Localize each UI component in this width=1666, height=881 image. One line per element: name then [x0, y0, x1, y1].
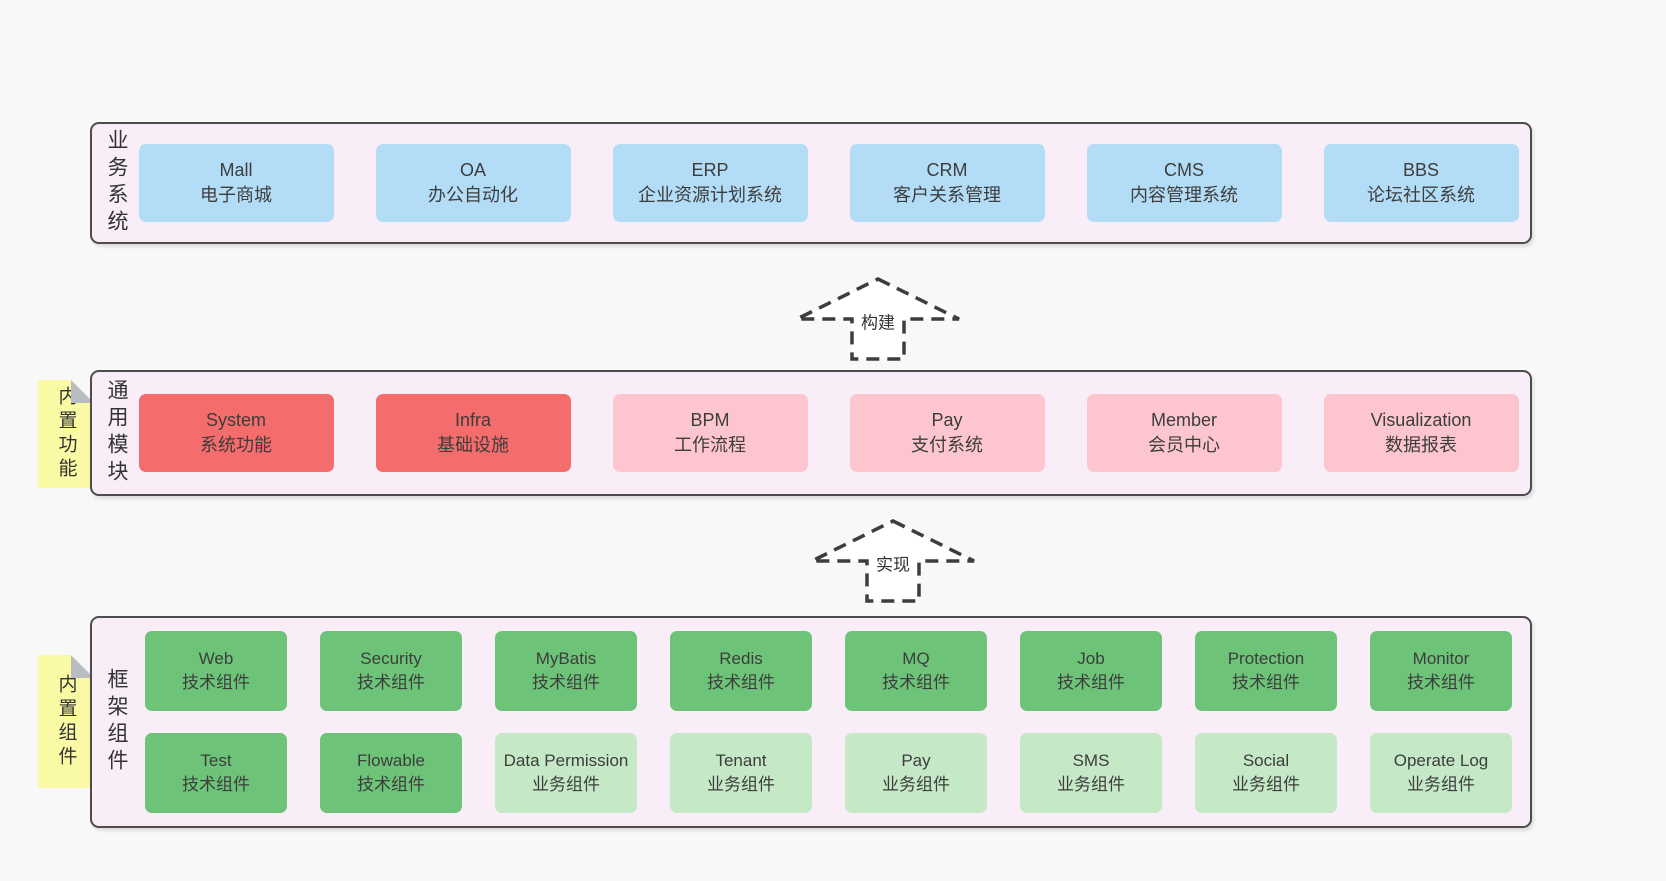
box-test: Test 技术组件 — [145, 733, 287, 813]
layer-common-modules: 通用模块 System 系统功能 Infra 基础设施 BPM 工作流程 Pay… — [90, 370, 1532, 496]
layer-framework-components: 框架组件 Web 技术组件 Security 技术组件 MyBatis 技术组件… — [90, 616, 1532, 828]
box-name: Social — [1242, 751, 1290, 771]
box-oa: OA 办公自动化 — [375, 144, 571, 222]
box-name: BBS — [1402, 159, 1440, 180]
box-subtitle: 办公自动化 — [428, 185, 518, 205]
layer-label-components: 框架组件 — [105, 668, 128, 776]
box-name: Member — [1150, 409, 1217, 430]
box-subtitle: 技术组件 — [182, 673, 250, 692]
box-name: Pay — [901, 751, 931, 771]
box-subtitle: 业务组件 — [882, 775, 950, 794]
box-operate-log: Operate Log 业务组件 — [1370, 733, 1512, 813]
box-tenant: Tenant 业务组件 — [670, 733, 812, 813]
box-system: System 系统功能 — [138, 394, 334, 472]
box-name: Infra — [454, 409, 492, 430]
box-subtitle: 业务组件 — [1057, 775, 1125, 794]
box-bbs: BBS 论坛社区系统 — [1323, 144, 1519, 222]
box-name: BPM — [690, 409, 730, 430]
box-visualization: Visualization 数据报表 — [1323, 394, 1519, 472]
box-monitor: Monitor 技术组件 — [1370, 631, 1512, 711]
box-subtitle: 系统功能 — [200, 435, 272, 455]
box-subtitle: 工作流程 — [674, 435, 746, 455]
layer-label-modules: 通用模块 — [105, 379, 128, 487]
box-security: Security 技术组件 — [320, 631, 462, 711]
box-name: System — [205, 409, 266, 430]
box-name: Data Permission — [503, 751, 629, 771]
box-mybatis: MyBatis 技术组件 — [495, 631, 637, 711]
box-mall: Mall 电子商城 — [138, 144, 334, 222]
box-subtitle: 技术组件 — [357, 775, 425, 794]
box-subtitle: 支付系统 — [911, 435, 983, 455]
box-mq: MQ 技术组件 — [845, 631, 987, 711]
box-name: Operate Log — [1393, 751, 1489, 771]
box-subtitle: 技术组件 — [532, 673, 600, 692]
box-data-permission: Data Permission 业务组件 — [495, 733, 637, 813]
note-text: 内置组件 — [55, 673, 77, 770]
box-name: ERP — [691, 159, 729, 180]
box-subtitle: 企业资源计划系统 — [638, 185, 782, 205]
box-subtitle: 技术组件 — [1232, 673, 1300, 692]
box-erp: ERP 企业资源计划系统 — [612, 144, 808, 222]
box-redis: Redis 技术组件 — [670, 631, 812, 711]
box-name: Job — [1077, 649, 1105, 669]
box-name: Web — [198, 649, 234, 669]
box-subtitle: 技术组件 — [357, 673, 425, 692]
box-name: Flowable — [356, 751, 426, 771]
box-subtitle: 业务组件 — [532, 775, 600, 794]
box-name: MyBatis — [535, 649, 597, 669]
box-name: Redis — [719, 649, 763, 669]
box-pay-component: Pay 业务组件 — [845, 733, 987, 813]
box-subtitle: 业务组件 — [1232, 775, 1300, 794]
box-name: Pay — [931, 409, 963, 430]
note-builtin-features: 内置功能 — [38, 380, 94, 488]
box-flowable: Flowable 技术组件 — [320, 733, 462, 813]
box-social: Social 业务组件 — [1195, 733, 1337, 813]
box-subtitle: 会员中心 — [1148, 435, 1220, 455]
box-subtitle: 内容管理系统 — [1130, 185, 1238, 205]
box-subtitle: 数据报表 — [1385, 435, 1457, 455]
box-name: CRM — [926, 159, 968, 180]
arrow-build-label: 构建 — [858, 307, 898, 335]
box-name: Test — [200, 751, 232, 771]
box-subtitle: 技术组件 — [1057, 673, 1125, 692]
box-subtitle: 技术组件 — [707, 673, 775, 692]
layer-label-business: 业务系统 — [105, 129, 128, 237]
box-cms: CMS 内容管理系统 — [1086, 144, 1282, 222]
box-subtitle: 论坛社区系统 — [1367, 185, 1475, 205]
box-member: Member 会员中心 — [1086, 394, 1282, 472]
box-name: Security — [360, 649, 422, 669]
box-sms: SMS 业务组件 — [1020, 733, 1162, 813]
arrow-implement-label: 实现 — [873, 549, 913, 577]
box-name: Monitor — [1412, 649, 1470, 669]
box-name: CMS — [1164, 159, 1204, 180]
box-subtitle: 基础设施 — [437, 435, 509, 455]
box-web: Web 技术组件 — [145, 631, 287, 711]
box-subtitle: 技术组件 — [1407, 673, 1475, 692]
box-job: Job 技术组件 — [1020, 631, 1162, 711]
note-builtin-components: 内置组件 — [38, 655, 94, 788]
box-crm: CRM 客户关系管理 — [849, 144, 1045, 222]
box-subtitle: 客户关系管理 — [893, 185, 1001, 205]
note-text: 内置功能 — [55, 386, 77, 482]
arrow-implement: 实现 — [808, 518, 978, 604]
box-bpm: BPM 工作流程 — [612, 394, 808, 472]
box-name: MQ — [902, 649, 930, 669]
box-subtitle: 电子商城 — [200, 185, 272, 205]
box-subtitle: 技术组件 — [182, 775, 250, 794]
box-subtitle: 业务组件 — [707, 775, 775, 794]
box-subtitle: 技术组件 — [882, 673, 950, 692]
layer-business-systems: 业务系统 Mall 电子商城 OA 办公自动化 ERP 企业资源计划系统 CRM… — [90, 122, 1532, 244]
box-name: Visualization — [1370, 409, 1472, 430]
box-name: Mall — [219, 159, 253, 180]
box-name: SMS — [1072, 751, 1110, 771]
arrow-build: 构建 — [793, 276, 963, 362]
box-protection: Protection 技术组件 — [1195, 631, 1337, 711]
box-subtitle: 业务组件 — [1407, 775, 1475, 794]
box-name: OA — [459, 159, 486, 180]
box-infra: Infra 基础设施 — [375, 394, 571, 472]
box-name: Protection — [1227, 649, 1305, 669]
box-pay-system: Pay 支付系统 — [849, 394, 1045, 472]
box-name: Tenant — [715, 751, 767, 771]
